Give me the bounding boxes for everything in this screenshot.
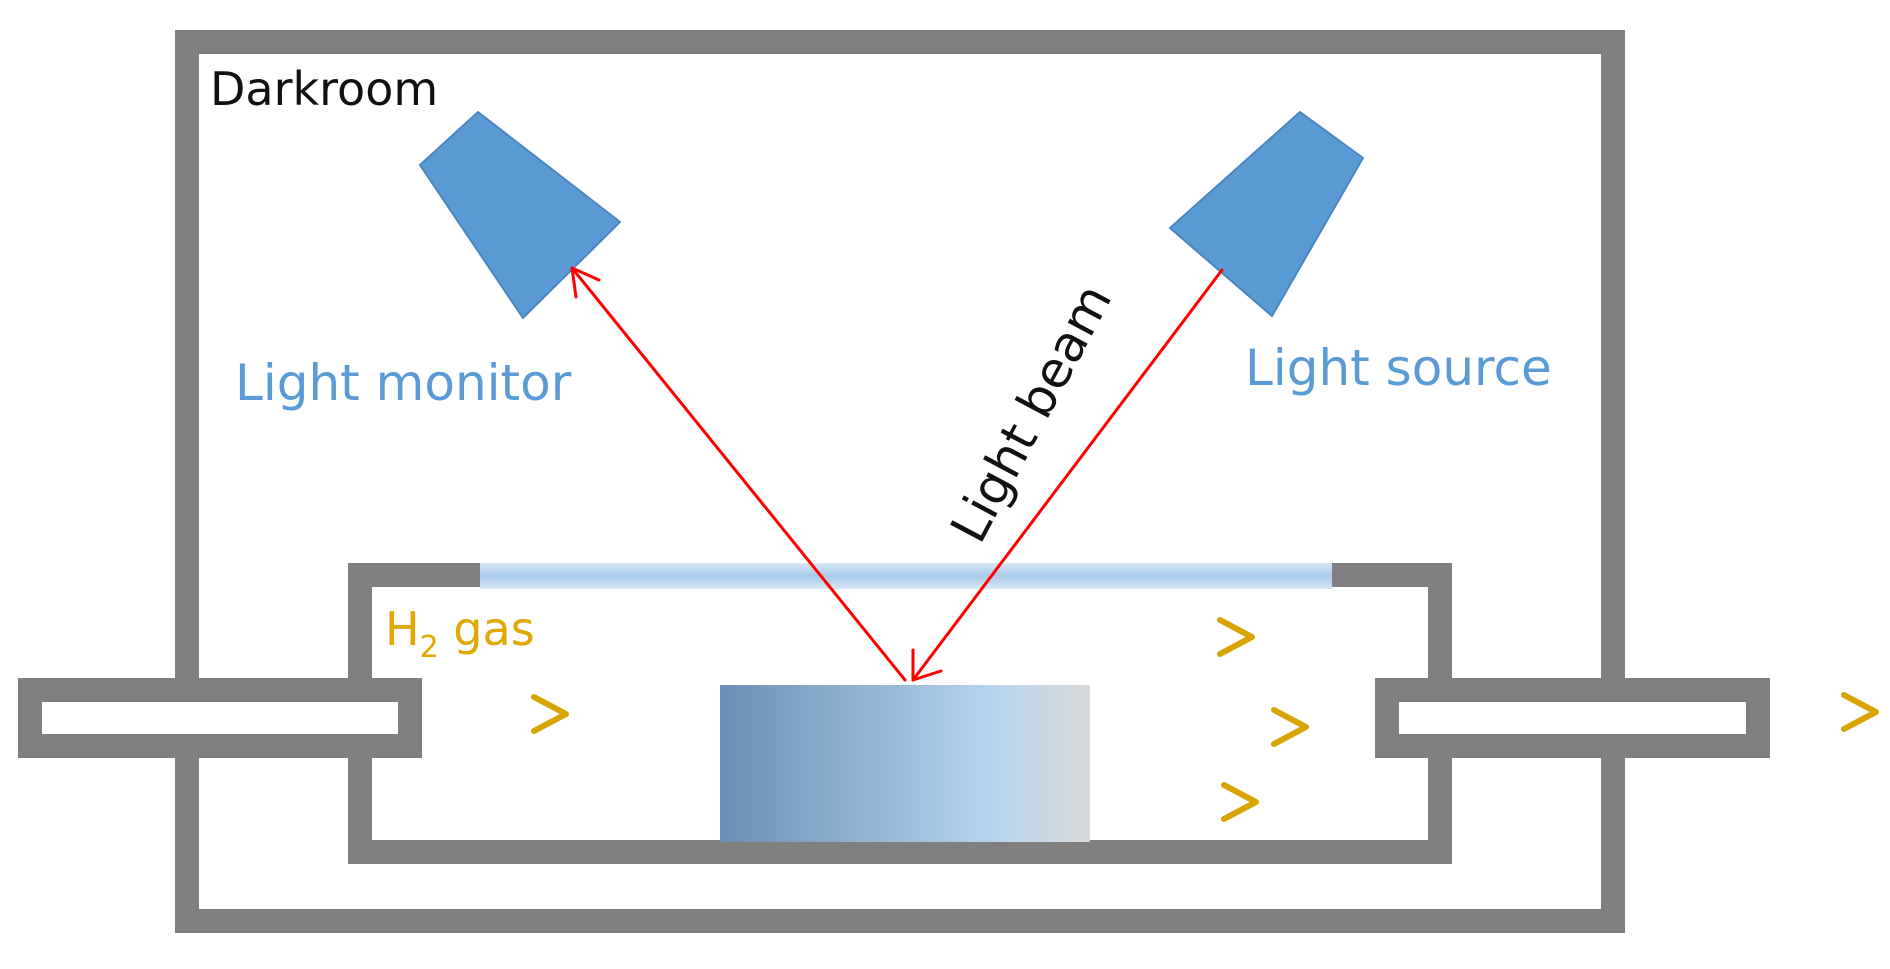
h2-gas-subscript: 2 bbox=[420, 630, 439, 665]
h2-gas-suffix: gas bbox=[439, 602, 535, 656]
reflected-arrowhead bbox=[570, 266, 601, 299]
light-monitor-label: Light monitor bbox=[235, 354, 572, 412]
light-beam bbox=[570, 266, 1224, 682]
sample-film bbox=[720, 685, 1090, 842]
gas-arrow-top-head bbox=[1217, 617, 1255, 657]
h2-gas-prefix: H bbox=[385, 602, 420, 656]
darkroom-wall-left-top bbox=[175, 30, 1625, 690]
light-source-icon bbox=[1168, 110, 1365, 318]
darkroom-walls bbox=[175, 30, 1625, 933]
gas-arrow-bottom-head bbox=[1221, 782, 1259, 822]
gas-flow-arrows bbox=[307, 617, 1879, 822]
inlet-tube bbox=[18, 678, 422, 758]
gas-arrow-inlet-head bbox=[531, 694, 569, 734]
chamber-top-left-wall bbox=[348, 563, 480, 690]
reflected-beam bbox=[570, 266, 907, 682]
optical-window bbox=[480, 563, 1332, 589]
incident-beam bbox=[911, 268, 1224, 682]
darkroom-wall-bottom bbox=[175, 746, 1625, 933]
gas-arrow-middle-head bbox=[1271, 707, 1309, 747]
chamber-bottom-wall bbox=[348, 746, 1452, 864]
h2-gas-label: H2 gas bbox=[385, 602, 535, 665]
gas-chamber bbox=[348, 563, 1452, 864]
gas-tubes bbox=[18, 678, 1770, 758]
light-monitor-icon bbox=[418, 110, 622, 320]
chamber-top-right-wall bbox=[1332, 563, 1452, 690]
light-beam-label: Light beam bbox=[939, 275, 1123, 552]
gas-arrow-outlet-head bbox=[1841, 692, 1879, 732]
light-source-label: Light source bbox=[1245, 339, 1552, 397]
incident-arrowhead bbox=[911, 648, 943, 682]
outlet-tube bbox=[1375, 678, 1770, 758]
darkroom-label: Darkroom bbox=[210, 62, 438, 116]
